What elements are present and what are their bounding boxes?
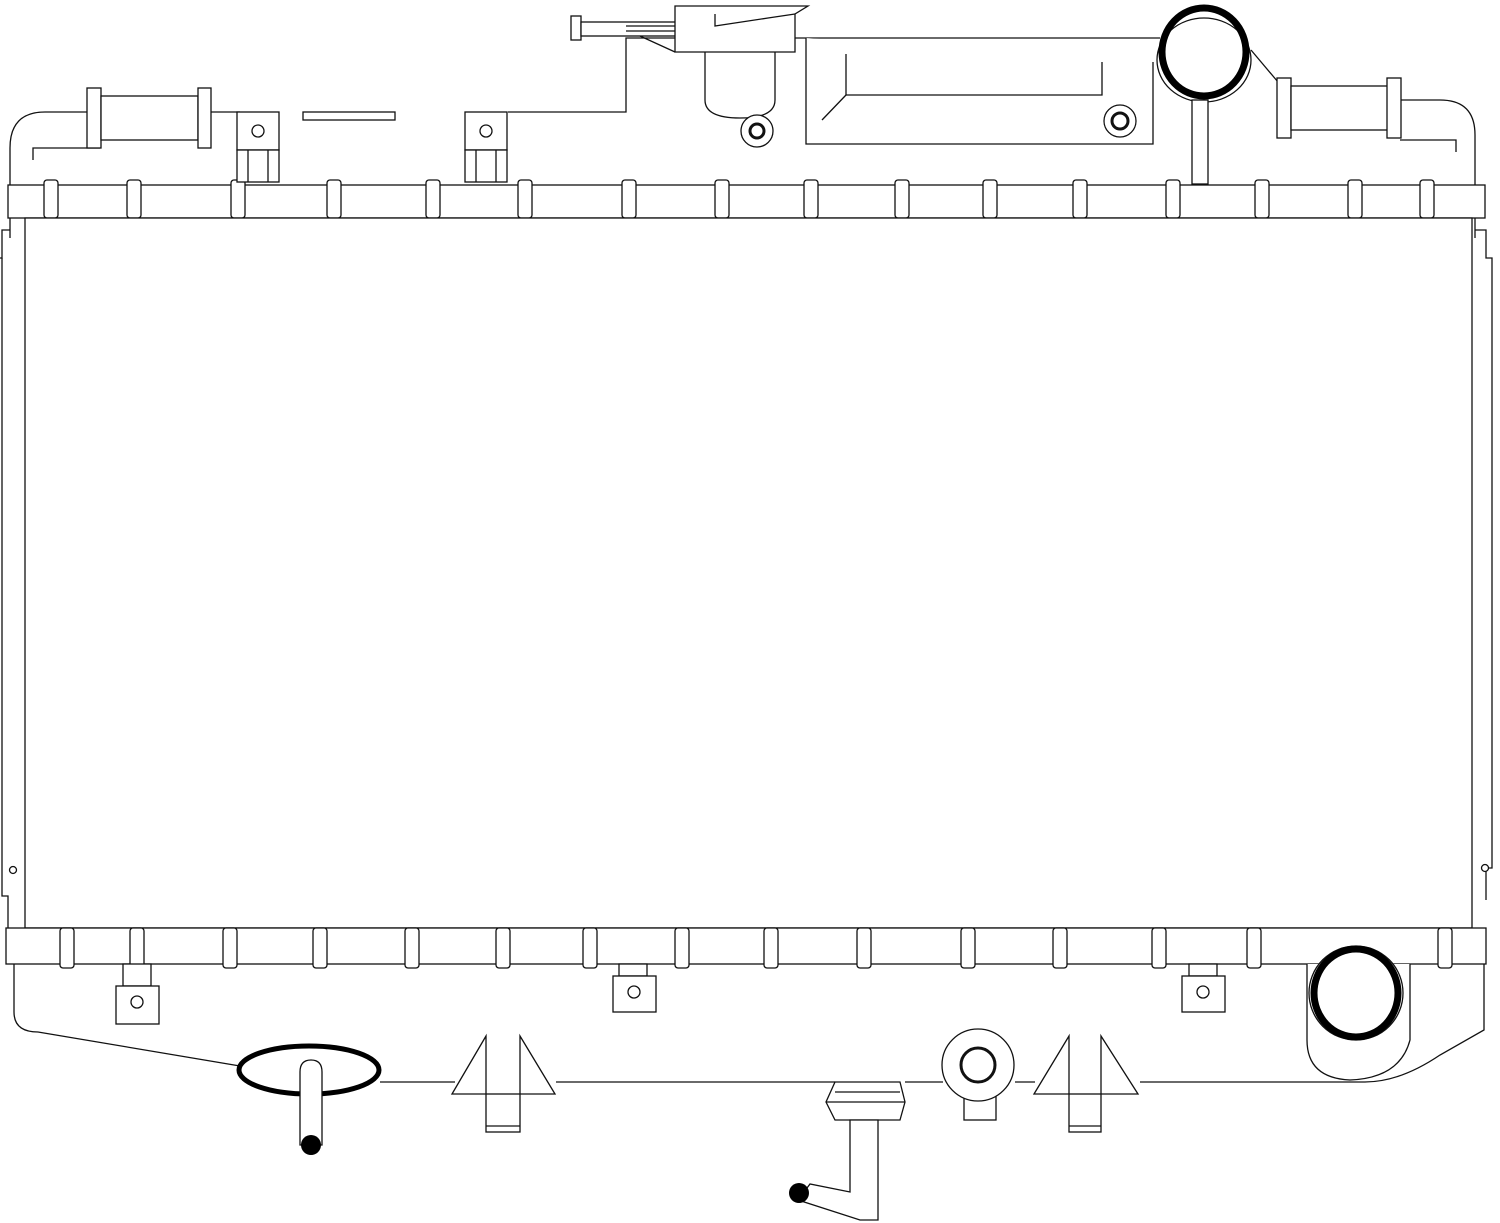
bottom-bracket-right	[1181, 963, 1226, 1013]
bottom-locator-pin-left	[450, 1033, 557, 1133]
bottom-header-tank	[5, 927, 1487, 969]
bottom-bracket-middle	[612, 963, 657, 1013]
bottom-locator-pin-right	[1032, 1033, 1140, 1133]
top-bracket-right	[464, 111, 508, 183]
top-bracket-left	[236, 111, 280, 183]
bottom-drain-plug	[941, 1028, 1015, 1121]
bottom-left-cooler-fitting	[236, 1043, 382, 1155]
bottom-bracket-left	[115, 963, 160, 1025]
top-overflow-tank	[795, 37, 1160, 145]
outer-frame	[0, 37, 1493, 1083]
bottom-header-tabs	[59, 927, 1453, 969]
top-header-tank	[7, 179, 1486, 219]
top-inlet-neck	[1156, 4, 1279, 185]
bottom-center-cooler-fitting	[789, 1081, 906, 1221]
radiator-core	[24, 217, 1473, 929]
bleed-valve-fitting	[570, 5, 811, 148]
top-left-pipe	[86, 87, 212, 149]
top-right-pipe	[1276, 77, 1402, 139]
bottom-outlet-neck	[1306, 945, 1411, 1081]
